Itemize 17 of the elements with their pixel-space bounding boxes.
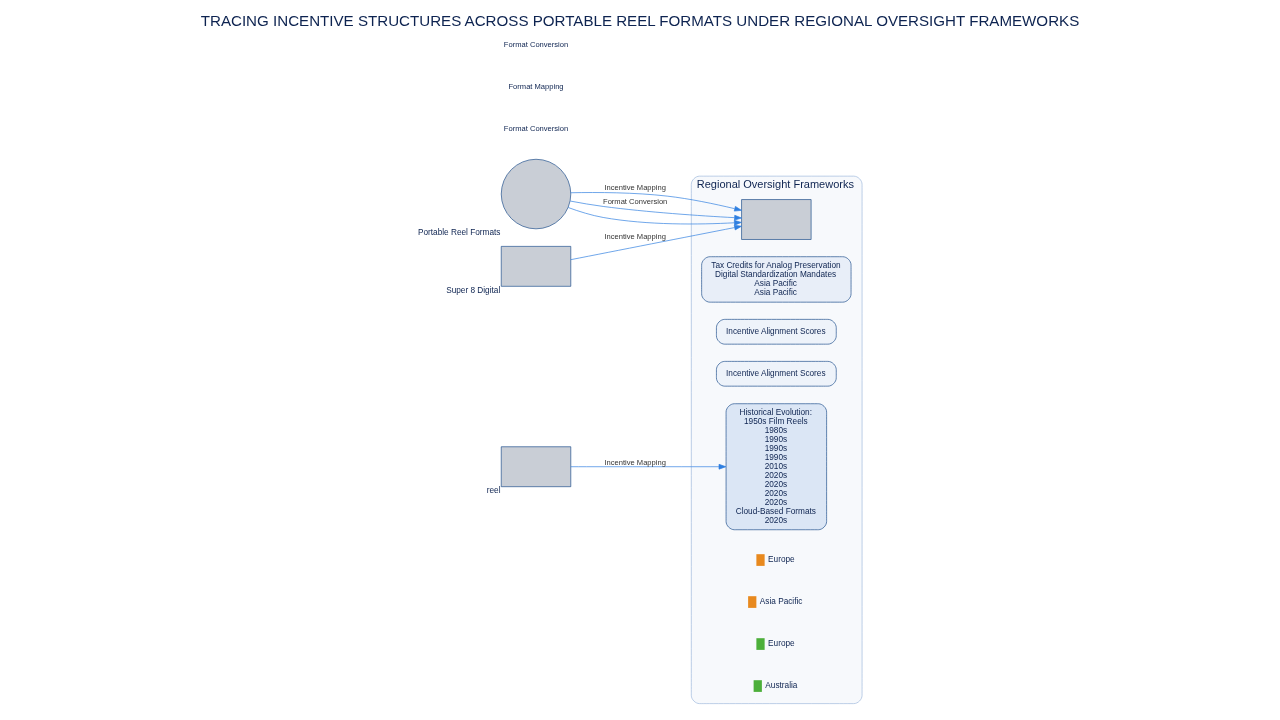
edge-label: Format Conversion (603, 197, 668, 207)
edge-label: Incentive Mapping (604, 183, 666, 193)
label: Format Conversion (503, 124, 569, 134)
arrow (570, 224, 742, 260)
arrow (570, 192, 742, 212)
node-box (741, 199, 812, 240)
edge-label: Incentive Mapping (604, 232, 666, 242)
label: Format Conversion (503, 40, 569, 50)
node-circle (500, 158, 572, 230)
edge-label: Incentive Mapping (604, 457, 666, 467)
label: Format Mapping (508, 82, 564, 92)
arrow (567, 207, 742, 226)
diagram-title: TRACING INCENTIVE STRUCTURES ACROSS PORTABLE REEL FORMATS UNDER REGIONAL OVERSIGHT FRAMEWORKS (200, 11, 1080, 29)
node-box (500, 246, 572, 287)
arrow (570, 200, 742, 221)
arrow (570, 463, 727, 470)
node-box (500, 446, 572, 488)
